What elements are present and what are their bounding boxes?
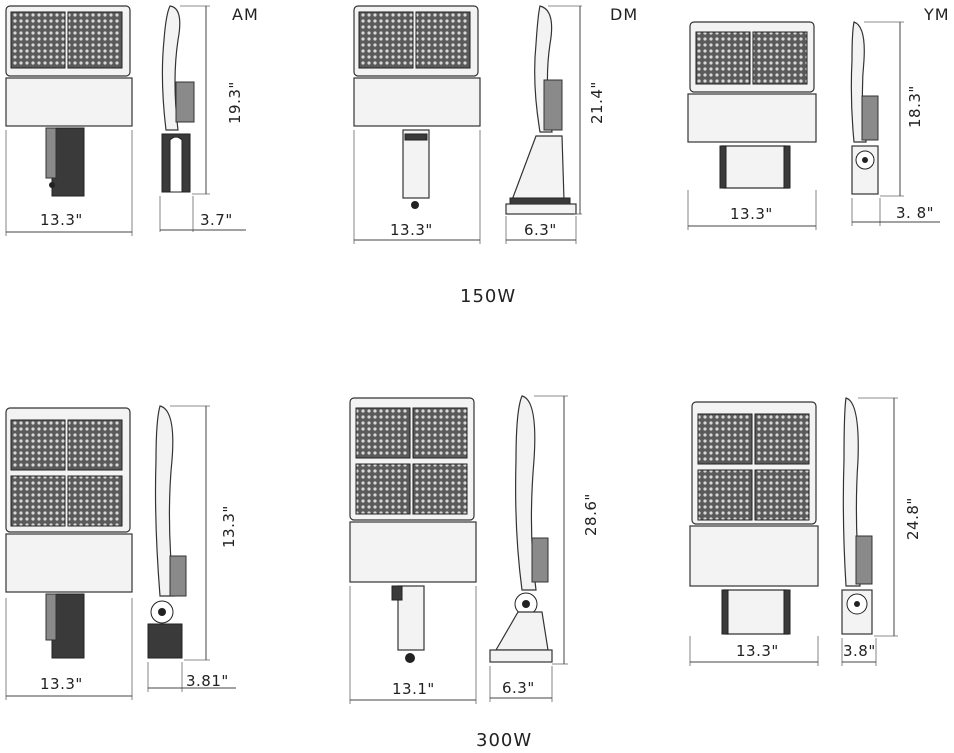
dm-300w-width-label: 13.1" xyxy=(392,680,435,698)
power-label-150w: 150W xyxy=(460,286,516,307)
ym-150w-front-view xyxy=(687,21,817,189)
ym-150w-width-dim: 13.3" xyxy=(687,190,817,230)
am-300w-width-label: 13.3" xyxy=(40,675,83,693)
ym-150w-side-view xyxy=(850,21,879,195)
dm-300w-front-view xyxy=(349,397,477,663)
am-150w-height-label: 19.3" xyxy=(226,81,244,124)
ym-300w-height-dim: 24.8" xyxy=(858,397,922,637)
am-150w-side-view xyxy=(161,5,195,193)
am-300w-height-label: 13.3" xyxy=(220,505,238,548)
ym-150w-depth-dim: 3. 8" xyxy=(851,198,940,226)
am-150w-mount-label: AM xyxy=(232,5,259,24)
dm-300w-width-dim: 13.1" xyxy=(349,586,477,704)
dm-150w-front-view xyxy=(353,5,481,209)
am-300w-side-view xyxy=(147,405,187,659)
dm-150w-height-dim: 21.4" xyxy=(548,5,606,215)
ym-300w-width-label: 13.3" xyxy=(736,642,779,660)
am-150w-depth-dim: 3.7" xyxy=(159,196,246,232)
dm-150w-width-dim: 13.3" xyxy=(353,130,481,244)
am-300w-height-dim: 13.3" xyxy=(170,405,238,661)
ym-150w-mount-label: YM xyxy=(923,5,950,24)
dm-300w-depth-label: 6.3" xyxy=(502,679,535,697)
ym-300w-depth-label: 3.8" xyxy=(843,642,876,660)
dm-300w-side-view xyxy=(489,395,553,663)
am-300w-width-dim: 13.3" xyxy=(5,598,133,700)
dm-150w-depth-dim: 6.3" xyxy=(505,216,577,244)
dm-150w-height-label: 21.4" xyxy=(588,81,606,124)
ym-300w-width-dim: 13.3" xyxy=(689,636,819,666)
dm-150w-width-label: 13.3" xyxy=(390,221,433,239)
ym-300w-depth-dim: 3.8" xyxy=(841,638,877,666)
dm-150w-depth-label: 6.3" xyxy=(524,221,557,239)
ym-150w-depth-label: 3. 8" xyxy=(896,204,934,222)
ym-300w-height-label: 24.8" xyxy=(904,497,922,540)
ym-150w-height-label: 18.3" xyxy=(906,85,924,128)
am-300w-front-view xyxy=(5,407,133,659)
am-150w-height-dim: 19.3" xyxy=(180,5,244,195)
ym-150w-height-dim: 18.3" xyxy=(864,21,924,197)
dm-150w-side-view xyxy=(505,5,577,215)
power-label-300w: 300W xyxy=(476,730,532,751)
am-300w-depth-dim: 3.81" xyxy=(147,662,236,692)
ym-300w-front-view xyxy=(689,401,819,635)
am-150w-front-view xyxy=(5,5,133,197)
am-150w-width-dim: 13.3" xyxy=(5,130,133,236)
am-150w-width-label: 13.3" xyxy=(40,211,83,229)
dm-150w-mount-label: DM xyxy=(610,5,638,24)
ym-300w-side-view xyxy=(841,397,873,635)
dm-300w-height-dim: 28.6" xyxy=(534,395,600,665)
am-300w-depth-label: 3.81" xyxy=(186,672,229,690)
ym-150w-width-label: 13.3" xyxy=(730,205,773,223)
dm-300w-depth-dim: 6.3" xyxy=(489,666,553,702)
am-150w-depth-label: 3.7" xyxy=(200,211,233,229)
dm-300w-height-label: 28.6" xyxy=(582,493,600,536)
